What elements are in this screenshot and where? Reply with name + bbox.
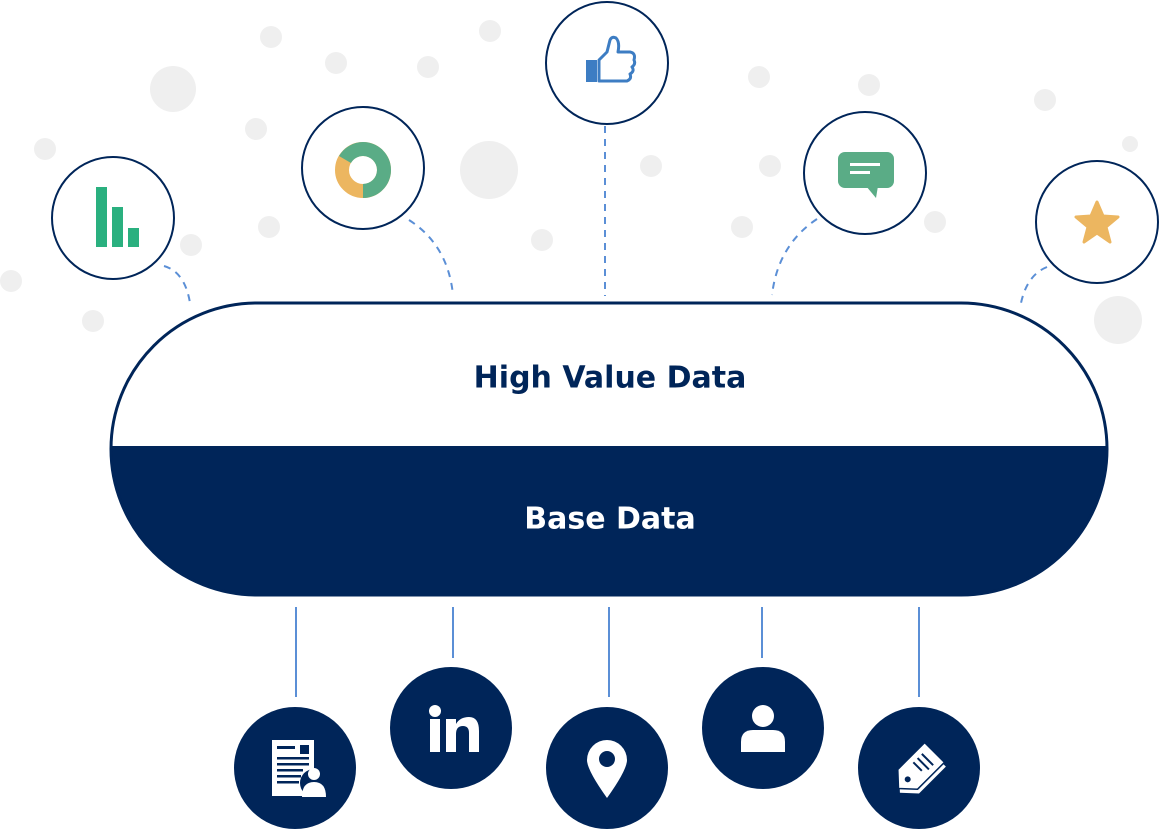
star-bubble	[1035, 160, 1159, 284]
data-pill: High Value Data Base Data	[109, 301, 1109, 597]
resume-bubble	[234, 707, 356, 829]
price-tag-icon	[897, 741, 946, 794]
base-label: Base Data	[524, 502, 696, 537]
location-pin-bubble	[546, 707, 668, 829]
location-pin-icon	[587, 740, 627, 798]
pill-outline	[109, 301, 1109, 597]
chat-bubble-bubble	[803, 111, 927, 235]
resume-icon	[272, 740, 328, 797]
thumbs-up-bubble	[545, 1, 669, 125]
user-bubble	[702, 667, 824, 789]
linkedin-bubble	[390, 667, 512, 789]
bar-chart-bubble	[51, 156, 175, 280]
high-value-icons	[51, 1, 1159, 284]
donut-chart-icon	[335, 142, 391, 198]
high-value-label: High Value Data	[474, 361, 747, 396]
base-icons	[234, 667, 980, 829]
user-icon	[741, 705, 785, 752]
chat-bubble-icon	[838, 152, 894, 198]
base-connectors	[295, 607, 920, 697]
price-tag-bubble	[858, 707, 980, 829]
base-layer	[111, 446, 1107, 595]
linkedin-icon	[429, 705, 479, 752]
bar-chart-icon	[96, 187, 139, 247]
high-value-connectors	[163, 126, 1048, 304]
star-icon	[1074, 200, 1120, 244]
donut-chart-bubble	[301, 106, 425, 230]
thumbs-up-icon	[586, 35, 637, 83]
background-dots	[0, 20, 1142, 344]
